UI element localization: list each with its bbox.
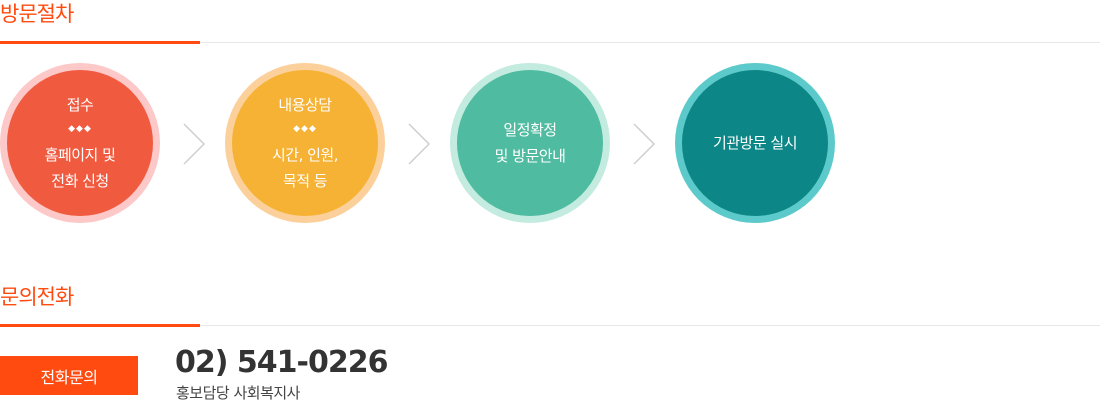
visit-divider bbox=[0, 42, 1100, 43]
chevron-right-icon bbox=[408, 123, 431, 165]
chevron-right-icon bbox=[183, 123, 206, 165]
step-2-dots: ◆◆◆ bbox=[293, 124, 317, 134]
step-3-title: 일정확정 bbox=[503, 121, 557, 139]
step-2-inner: 내용상담 ◆◆◆ 시간, 인원, 목적 등 bbox=[232, 70, 378, 216]
step-2-title: 내용상담 bbox=[278, 96, 332, 114]
phone-number[interactable]: 02) 541-0226 bbox=[175, 345, 388, 380]
step-2-circle: 내용상담 ◆◆◆ 시간, 인원, 목적 등 bbox=[225, 63, 385, 223]
step-3-desc-line1: 및 방문안내 bbox=[494, 147, 566, 165]
step-3-inner: 일정확정 및 방문안내 bbox=[457, 70, 603, 216]
step-1-desc-line1: 홈페이지 및 bbox=[44, 146, 116, 164]
step-4-title: 기관방문 실시 bbox=[712, 134, 798, 152]
contact-section-title: 문의전화 bbox=[0, 285, 74, 309]
contact-accent-bar bbox=[0, 324, 200, 327]
step-4-inner: 기관방문 실시 bbox=[682, 70, 828, 216]
step-1-circle: 접수 ◆◆◆ 홈페이지 및 전화 신청 bbox=[0, 63, 160, 223]
step-2-desc-line1: 시간, 인원, bbox=[271, 146, 339, 164]
chevron-right-icon bbox=[633, 123, 656, 165]
step-1-dots: ◆◆◆ bbox=[68, 124, 92, 134]
phone-inquiry-badge: 전화문의 bbox=[0, 356, 138, 395]
visit-accent-bar bbox=[0, 41, 200, 44]
step-1-desc-line2: 전화 신청 bbox=[51, 172, 109, 190]
step-2-desc-line2: 목적 등 bbox=[282, 172, 328, 190]
department-label: 홍보담당 사회복지사 bbox=[176, 384, 300, 402]
step-3-circle: 일정확정 및 방문안내 bbox=[450, 63, 610, 223]
contact-divider bbox=[0, 325, 1100, 326]
visit-section-title: 방문절차 bbox=[0, 2, 74, 26]
step-1-inner: 접수 ◆◆◆ 홈페이지 및 전화 신청 bbox=[7, 70, 153, 216]
step-4-circle: 기관방문 실시 bbox=[675, 63, 835, 223]
step-1-title: 접수 bbox=[66, 96, 94, 114]
